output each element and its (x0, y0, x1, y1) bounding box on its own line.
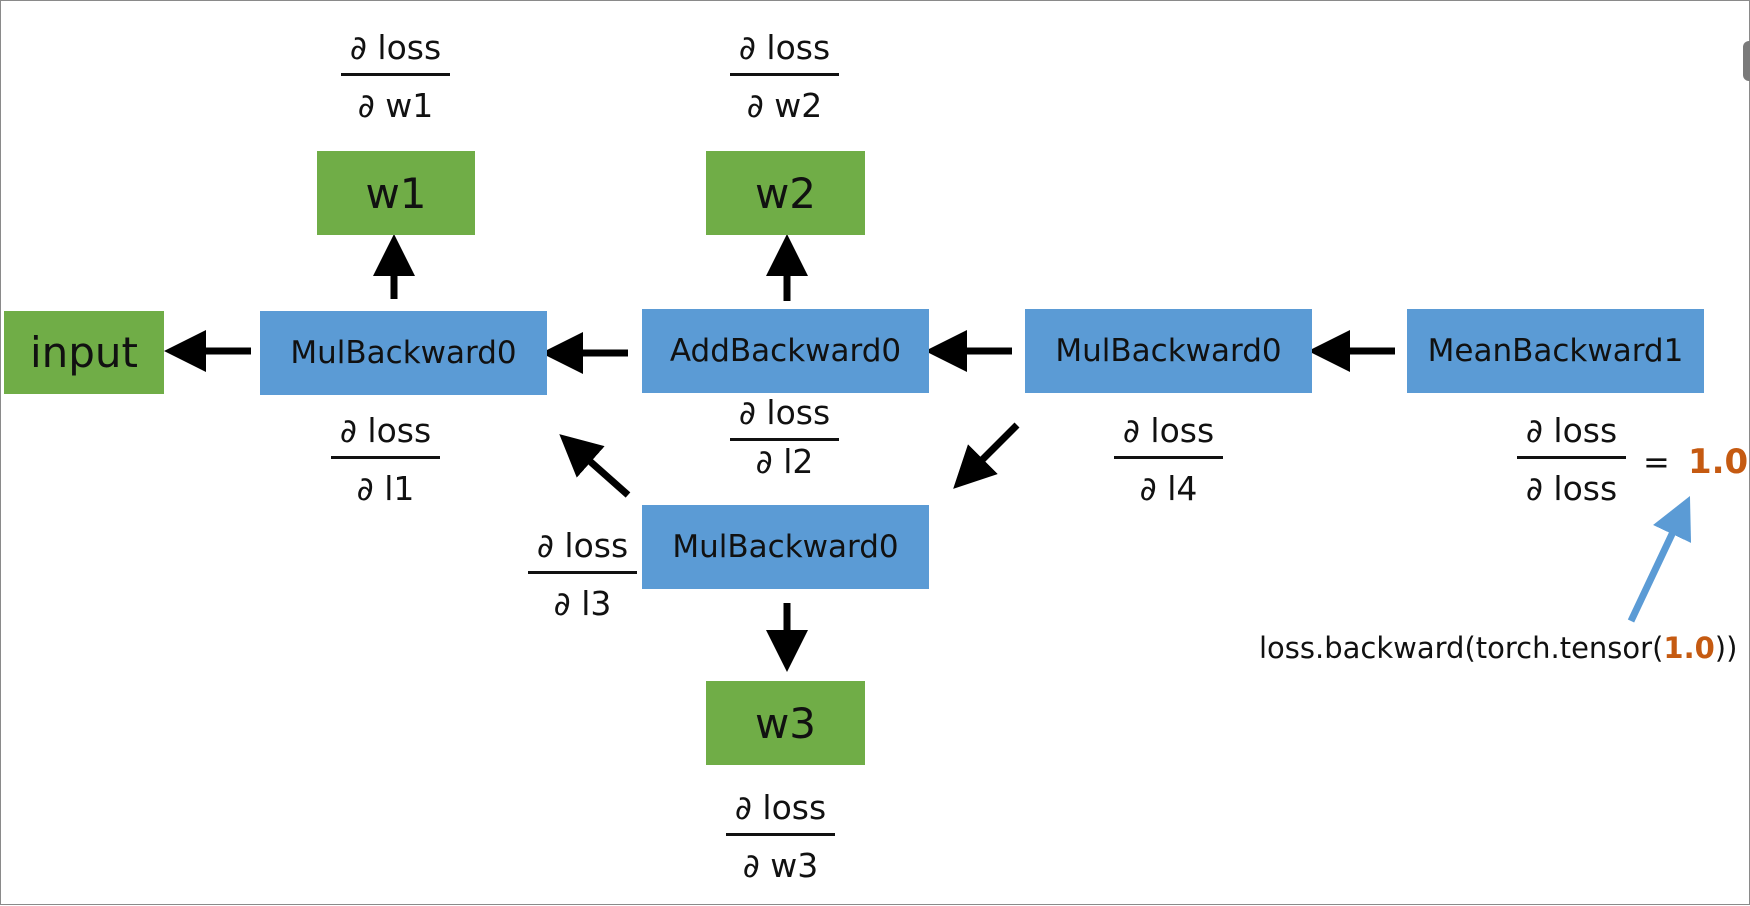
grad-w2-numerator: ∂ loss (738, 28, 831, 67)
grad-l2: ∂ loss ∂ l2 (730, 396, 839, 478)
grad-loss-denominator: ∂ loss (1525, 469, 1618, 508)
w3-node-label: w3 (754, 698, 817, 748)
arrow-seed-to-loss-grad (1627, 496, 1692, 623)
input-node: input (4, 311, 164, 394)
grad-w3: ∂ loss ∂ w3 (726, 791, 835, 882)
w3-node: w3 (706, 681, 865, 765)
grad-w2: ∂ loss ∂ w2 (730, 31, 839, 122)
w2-node-label: w2 (754, 168, 817, 218)
mul-backward-l4-node: MulBackward0 (1025, 309, 1312, 393)
seed-equation: = 1.0 (1643, 442, 1748, 482)
mul-backward-l3-node: MulBackward0 (642, 505, 929, 589)
grad-l4-denominator: ∂ l4 (1139, 469, 1198, 508)
mul-backward-l1-node: MulBackward0 (260, 311, 547, 395)
grad-w2-fraction-bar (730, 73, 839, 76)
arrow-mul-l4-to-mul-l3 (953, 422, 1020, 489)
backward-call: loss.backward(torch.tensor(1.0)) (1259, 631, 1737, 665)
backward-call-suffix: )) (1714, 631, 1738, 665)
grad-w1: ∂ loss ∂ w1 (341, 31, 450, 122)
grad-loss: ∂ loss ∂ loss (1517, 414, 1626, 505)
grad-l2-fraction-bar (730, 438, 839, 441)
w1-node-label: w1 (365, 168, 427, 218)
arrow-mul-l3-to-mul-l1 (559, 434, 631, 498)
mul-backward-l1-label: MulBackward0 (290, 335, 517, 371)
seed-equals-sign: = (1643, 443, 1670, 481)
grad-l2-numerator: ∂ loss (738, 393, 831, 432)
grad-l4: ∂ loss ∂ l4 (1114, 414, 1223, 505)
grad-l3: ∂ loss ∂ l3 (528, 529, 637, 620)
grad-l1: ∂ loss ∂ l1 (331, 414, 440, 505)
grad-w3-fraction-bar (726, 833, 835, 836)
grad-l2-denominator: ∂ l2 (755, 442, 814, 481)
grad-w3-denominator: ∂ w3 (742, 846, 819, 885)
w1-node: w1 (317, 151, 475, 235)
grad-w1-denominator: ∂ w1 (357, 86, 434, 125)
backward-call-prefix: loss.backward(torch.tensor( (1259, 631, 1664, 665)
grad-w1-fraction-bar (341, 73, 450, 76)
grad-l1-denominator: ∂ l1 (356, 469, 415, 508)
grad-l4-numerator: ∂ loss (1122, 411, 1215, 450)
grad-l3-numerator: ∂ loss (536, 526, 629, 565)
mean-backward-node: MeanBackward1 (1407, 309, 1704, 393)
grad-l1-fraction-bar (331, 456, 440, 459)
grad-w1-numerator: ∂ loss (349, 28, 442, 67)
add-backward-node: AddBackward0 (642, 309, 929, 393)
mean-backward-label: MeanBackward1 (1427, 333, 1684, 369)
grad-l4-fraction-bar (1114, 456, 1223, 459)
grad-l3-fraction-bar (528, 571, 637, 574)
grad-l3-denominator: ∂ l3 (553, 584, 612, 623)
seed-value: 1.0 (1687, 442, 1749, 482)
mul-backward-l4-label: MulBackward0 (1055, 333, 1282, 369)
grad-loss-numerator: ∂ loss (1525, 411, 1618, 450)
mul-backward-l3-label: MulBackward0 (672, 529, 899, 565)
grad-loss-fraction-bar (1517, 456, 1626, 459)
input-node-label: input (29, 328, 139, 377)
right-edge-handle (1743, 41, 1750, 81)
add-backward-label: AddBackward0 (669, 333, 902, 369)
grad-w2-denominator: ∂ w2 (746, 86, 823, 125)
backward-call-value: 1.0 (1663, 631, 1715, 665)
grad-l1-numerator: ∂ loss (339, 411, 432, 450)
w2-node: w2 (706, 151, 865, 235)
grad-w3-numerator: ∂ loss (734, 788, 827, 827)
